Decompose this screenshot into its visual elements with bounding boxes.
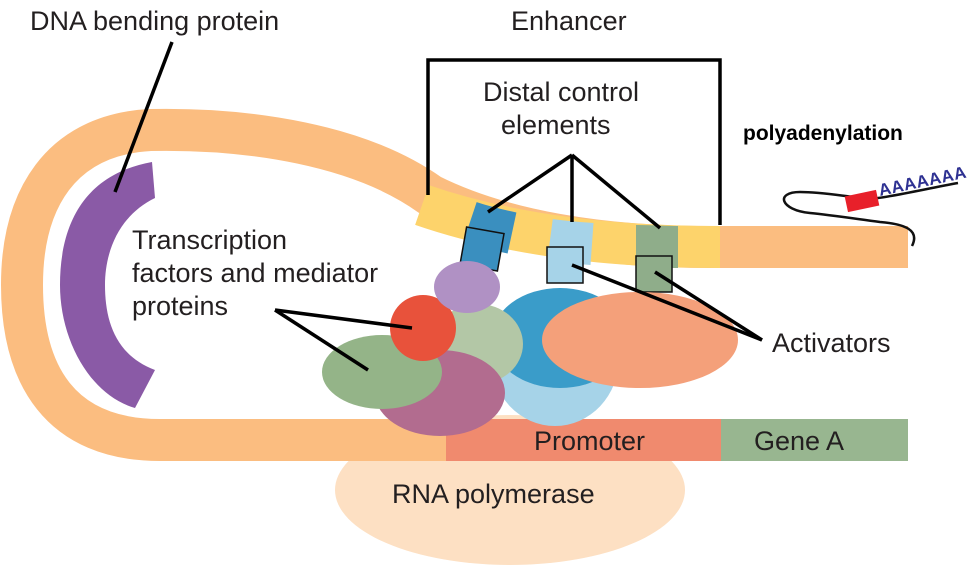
poly-a-tail: AAAAAAA — [877, 163, 968, 200]
mediator-purple-protein — [434, 261, 500, 313]
tf-label-line2: factors and mediator — [132, 258, 378, 288]
activators-label: Activators — [772, 328, 891, 358]
dna-bending-pointer — [113, 41, 174, 193]
distal-element-3 — [635, 225, 679, 268]
dna-bending-protein — [60, 162, 155, 408]
distal-element-1 — [463, 202, 517, 254]
tf-label-line1: Transcription — [132, 225, 287, 255]
gene-a-label: Gene A — [754, 426, 844, 456]
mediator-red-protein — [390, 295, 456, 361]
mrna-strand — [782, 181, 959, 247]
dna-bending-protein-label: DNA bending protein — [30, 6, 279, 36]
activator-stub-3 — [635, 255, 673, 293]
activators-pointer-2 — [654, 270, 763, 342]
enhancer-label: Enhancer — [511, 6, 627, 36]
activator-salmon-protein — [542, 292, 738, 388]
distal-element-2 — [547, 219, 594, 265]
polyadenylation-label: polyadenylation — [743, 122, 903, 145]
tf-pointer-2 — [274, 308, 369, 372]
activator-stub-2 — [546, 246, 584, 284]
activators-pointer-1 — [571, 263, 763, 342]
distal-control-label-line1: Distal control — [483, 77, 639, 107]
tf-pointer-1 — [274, 308, 413, 330]
poly-a-signal — [844, 189, 880, 213]
tf-label-line3: proteins — [132, 291, 228, 321]
distal-control-label-line2: elements — [501, 110, 611, 140]
promoter-region — [446, 419, 721, 461]
distal-pointer-1 — [487, 153, 573, 214]
promoter-label: Promoter — [534, 426, 645, 456]
rna-polymerase-label: RNA polymerase — [392, 479, 595, 509]
distal-pointer-3 — [570, 153, 662, 230]
gene-a-region — [721, 419, 908, 461]
enhancer-bracket — [426, 58, 722, 225]
